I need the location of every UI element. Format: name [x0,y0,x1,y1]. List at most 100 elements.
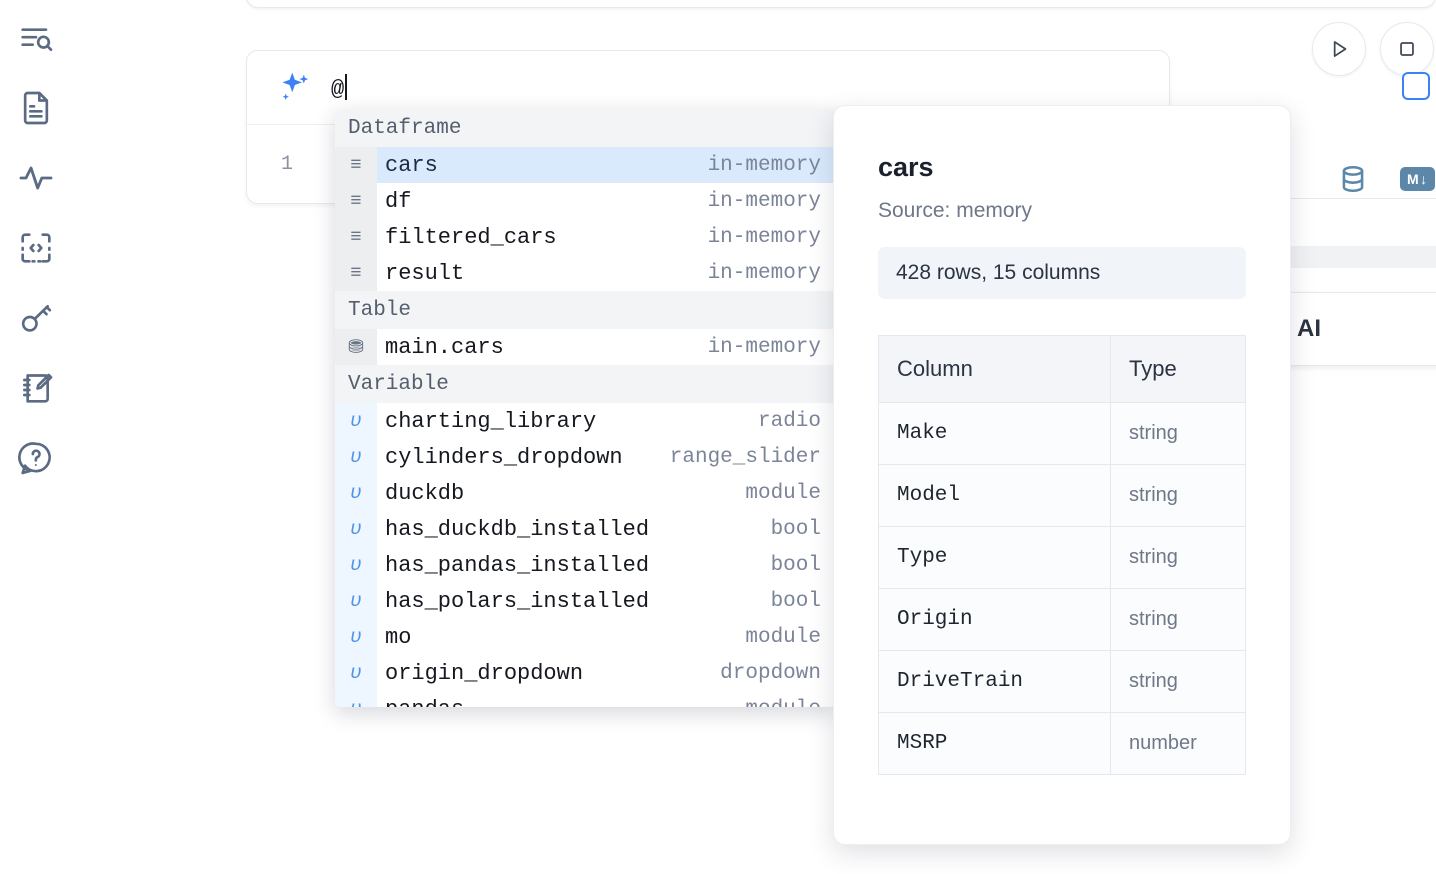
explorer-search-icon[interactable] [14,16,58,60]
schema-column-name: DriveTrain [878,650,1111,713]
dataframe-icon: ≡ [335,219,377,255]
sidebar-rail [0,0,72,874]
autocomplete-item[interactable]: υ has_polars_installed bool [335,583,835,619]
autocomplete-item[interactable]: υ has_pandas_installed bool [335,547,835,583]
markdown-badge[interactable]: M ↓ [1400,167,1435,191]
toolbar-divider [1170,198,1436,199]
cell-run-controls [1312,22,1436,76]
variable-icon: υ [335,475,377,511]
autocomplete-section-header: Variable [335,365,835,403]
code-editor-row[interactable]: 1 [247,125,1169,203]
dataframe-icon: ≡ [335,255,377,291]
include-all-code-toggle[interactable]: Include all code [1402,72,1436,100]
schema-column-type: string [1110,526,1246,589]
sparkles-icon [273,67,315,109]
details-title: cars [878,152,934,182]
schema-column-type: string [1110,464,1246,527]
code-snippet-icon[interactable] [14,226,58,270]
variable-icon: υ [335,439,377,475]
ai-prompt-value: @ [331,76,345,102]
autocomplete-item-name: origin_dropdown [385,660,584,686]
autocomplete-item-type: module [745,481,821,505]
autocomplete-item-type: in-memory [707,189,821,213]
document-icon[interactable] [14,86,58,130]
dataframe-icon: ≡ [335,183,377,219]
run-button[interactable] [1312,22,1366,76]
variable-icon: υ [335,583,377,619]
autocomplete-item[interactable]: ≡ df in-memory [335,183,835,219]
autocomplete-item[interactable]: υ origin_dropdown dropdown [335,655,835,691]
autocomplete-section-header: Table [335,291,835,329]
variable-icon: υ [335,403,377,439]
autocomplete-item-type: dropdown [720,661,821,685]
cell-toolbar: M ↓ [1336,162,1435,196]
schema-column-header: Type [1110,335,1246,403]
autocomplete-item[interactable]: υpandasmodule [335,691,835,707]
autocomplete-item-name: cars [385,152,438,178]
autocomplete-item-name: result [385,260,465,286]
schema-column-type: string [1110,650,1246,713]
autocomplete-item[interactable]: ≡ cars in-memory [335,147,835,183]
autocomplete-item-name: has_duckdb_installed [385,516,650,542]
ai-suggestion-card[interactable]: AI [1278,292,1436,366]
autocomplete-item-name: has_pandas_installed [385,552,650,578]
variable-icon: υ [335,547,377,583]
include-all-code-checkbox[interactable] [1402,72,1430,100]
autocomplete-item-type: bool [770,517,821,541]
schema-column-name: Make [878,402,1111,465]
autocomplete-item-name: charting_library [385,408,597,434]
variable-icon: υ [335,655,377,691]
autocomplete-item-name: duckdb [385,480,465,506]
text-cursor [345,73,348,100]
autocomplete-item[interactable]: υ charting_library radio [335,403,835,439]
line-number: 1 [280,152,293,176]
details-source: Source: memory [878,199,1033,222]
help-icon[interactable] [14,436,58,480]
autocomplete-item-type: module [745,698,835,708]
schema-column-type: number [1110,712,1246,775]
dataframe-icon: ≡ [335,147,377,183]
key-icon[interactable] [14,296,58,340]
previous-cell[interactable] [246,0,1436,8]
stop-button[interactable] [1380,22,1434,76]
variable-icon: υ [335,691,377,707]
autocomplete-item-name: df [385,188,412,214]
schema-column-header: Column [878,335,1111,403]
activity-icon[interactable] [14,156,58,200]
autocomplete-item-type: bool [770,589,821,613]
autocomplete-item-type: in-memory [707,153,821,177]
details-stats: 428 rows, 15 columns [878,247,1246,299]
autocomplete-item-type: radio [757,409,821,433]
database-icon[interactable] [1336,162,1370,196]
markdown-badge-arrow: ↓ [1420,171,1428,187]
autocomplete-item-name: has_polars_installed [385,588,650,614]
ai-card-label: AI [1297,315,1321,342]
autocomplete-item[interactable]: ≡ result in-memory [335,255,835,291]
schema-column-type: string [1110,402,1246,465]
autocomplete-item-type: in-memory [707,335,821,359]
autocomplete-section-header: Dataframe [335,109,835,147]
schema-column-name: Type [878,526,1111,589]
schema-column-name: Origin [878,588,1111,651]
autocomplete-item-type: in-memory [707,261,821,285]
autocomplete-item-name: mo [385,624,412,650]
scratchpad-icon[interactable] [14,366,58,410]
markdown-badge-letter: M [1407,171,1420,187]
autocomplete-item-type: bool [770,553,821,577]
ai-prompt-input[interactable]: @ [331,73,348,102]
variable-icon: υ [335,619,377,655]
autocomplete-item-name: cylinders_dropdown [385,444,623,470]
